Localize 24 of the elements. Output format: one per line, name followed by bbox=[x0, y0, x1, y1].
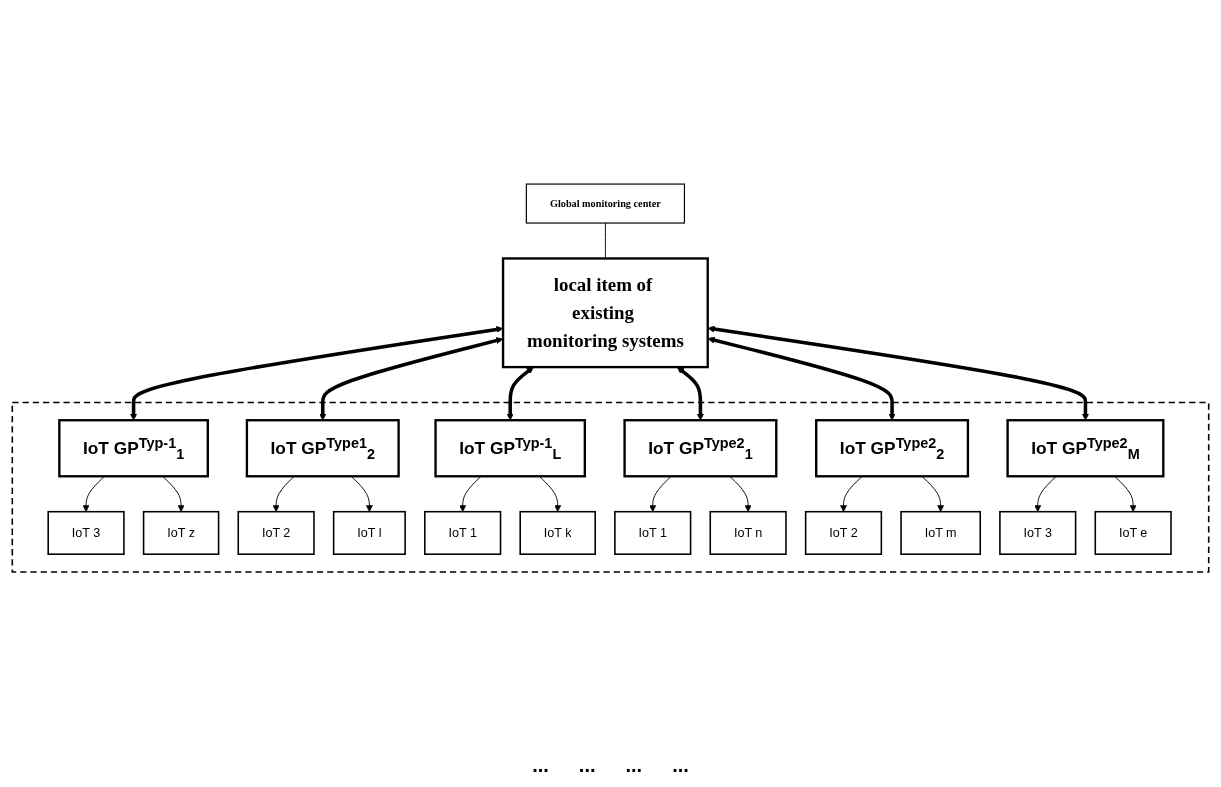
ellipsis-label: ... bbox=[578, 754, 596, 777]
arrow bbox=[707, 325, 1089, 421]
ellipsis-label: ... bbox=[672, 754, 689, 777]
node-box: local item of existing monitoring systems bbox=[501, 257, 709, 369]
connector bbox=[604, 222, 606, 259]
node-box: IoT 2 bbox=[804, 510, 883, 555]
node-box: IoT l bbox=[332, 510, 406, 555]
node-box: IoT 3 bbox=[999, 510, 1077, 555]
node-box: IoT m bbox=[900, 510, 981, 555]
node-box: Global monitoring center bbox=[525, 183, 686, 224]
node-box: IoT 3 bbox=[47, 510, 125, 555]
node-box: IoT e bbox=[1094, 510, 1172, 555]
cluster bbox=[11, 401, 1210, 573]
ellipsis-label: ... bbox=[532, 754, 549, 777]
node-box: IoT 1 bbox=[424, 510, 502, 555]
arrow bbox=[319, 337, 504, 421]
node-box: IoT z bbox=[142, 510, 220, 555]
arrow bbox=[707, 336, 896, 421]
ellipsis-label: ... bbox=[625, 754, 643, 777]
node-box: IoT k bbox=[519, 510, 596, 555]
node-box: IoT n bbox=[709, 510, 787, 555]
arrow bbox=[130, 325, 504, 421]
node-box: IoT 1 bbox=[614, 510, 692, 555]
node-box: IoT 2 bbox=[237, 510, 315, 555]
